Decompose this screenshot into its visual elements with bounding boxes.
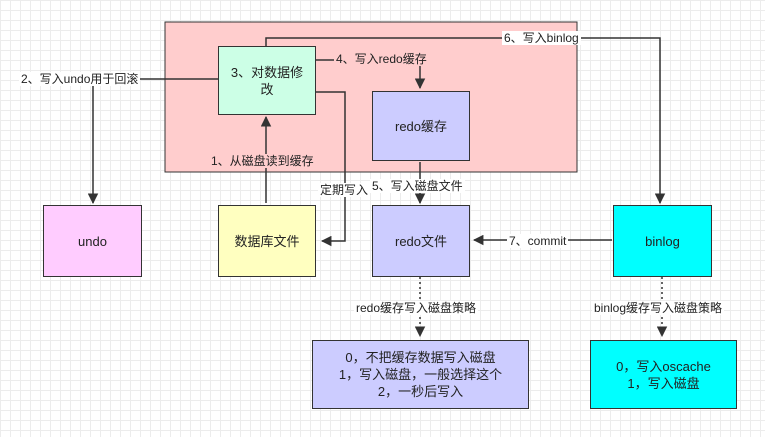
label-redo-strategy: redo缓存写入磁盘策略 — [354, 301, 479, 315]
label-commit: 7、commit — [507, 234, 569, 248]
label-periodic-write: 定期写入 — [318, 183, 371, 197]
binlog-strategy-line1: 0，写入oscache — [616, 358, 711, 374]
binlog-strategy-line2: 1，写入磁盘 — [627, 375, 700, 391]
label-binlog-strategy: binlog缓存写入磁盘策略 — [592, 301, 725, 315]
redo-cache-node: redo缓存 — [372, 91, 470, 161]
label-write-redo-cache: 4、写入redo缓存 — [334, 52, 429, 66]
binlog-node: binlog — [613, 205, 712, 277]
binlog-strategy-node: 0，写入oscache 1，写入磁盘 — [590, 340, 737, 409]
undo-node-label: undo — [78, 233, 107, 249]
undo-node: undo — [43, 205, 142, 277]
db-file-label: 数据库文件 — [234, 233, 300, 249]
redo-file-node: redo文件 — [372, 205, 470, 277]
label-read-disk: 1、从磁盘读到缓存 — [209, 154, 316, 168]
redo-cache-label: redo缓存 — [394, 118, 448, 134]
label-write-disk-file: 5、写入磁盘文件 — [370, 179, 465, 193]
edge-write-binlog — [265, 37, 666, 205]
redo-strategy-line2: 1，写入磁盘，一般选择这个 — [338, 367, 503, 382]
redo-file-label: redo文件 — [394, 233, 448, 249]
label-write-binlog: 6、写入binlog — [502, 31, 581, 45]
modify-data-node: 3、对数据修 改 — [218, 46, 316, 115]
edge-periodic-write — [316, 91, 346, 247]
label-write-undo: 2、写入undo用于回滚 — [19, 72, 141, 86]
modify-data-label-line2: 改 — [260, 81, 274, 97]
redo-strategy-line1: 0，不把缓存数据写入磁盘 — [345, 350, 496, 365]
redo-strategy-line3: 2，一秒后写入 — [377, 384, 464, 399]
binlog-label: binlog — [645, 233, 680, 249]
redo-strategy-node: 0，不把缓存数据写入磁盘 1，写入磁盘，一般选择这个 2，一秒后写入 — [312, 340, 529, 409]
db-file-node: 数据库文件 — [218, 205, 316, 277]
modify-data-label-line1: 3、对数据修 — [230, 64, 304, 80]
